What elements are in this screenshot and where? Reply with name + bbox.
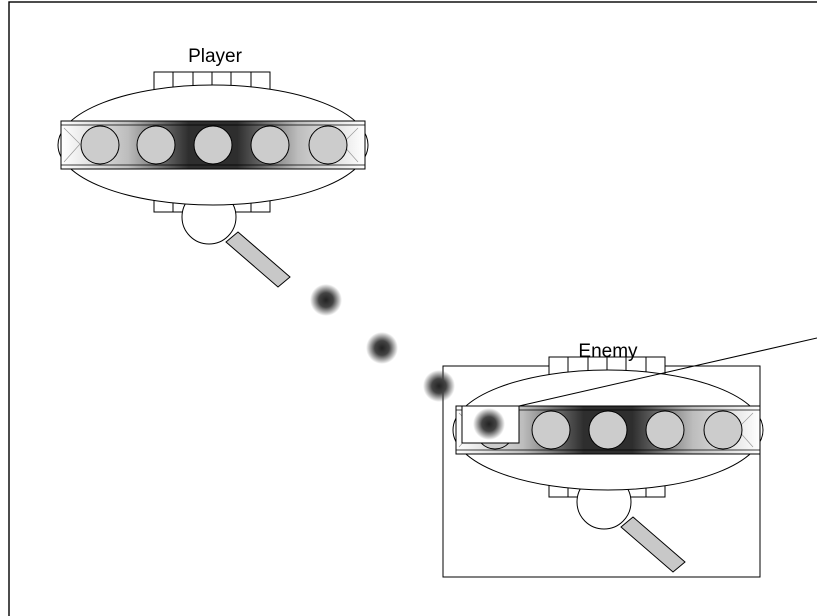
enemy-label: Enemy — [578, 341, 638, 362]
projectile-zoomed — [473, 408, 505, 440]
player-label: Player — [188, 46, 243, 67]
enemy-tank — [452, 356, 764, 573]
frame-border — [8, 1, 817, 616]
callout-line — [518, 337, 817, 407]
player-tank — [57, 71, 369, 288]
projectile-2 — [366, 332, 398, 364]
projectile-3 — [423, 370, 455, 402]
projectile-1 — [310, 284, 342, 316]
